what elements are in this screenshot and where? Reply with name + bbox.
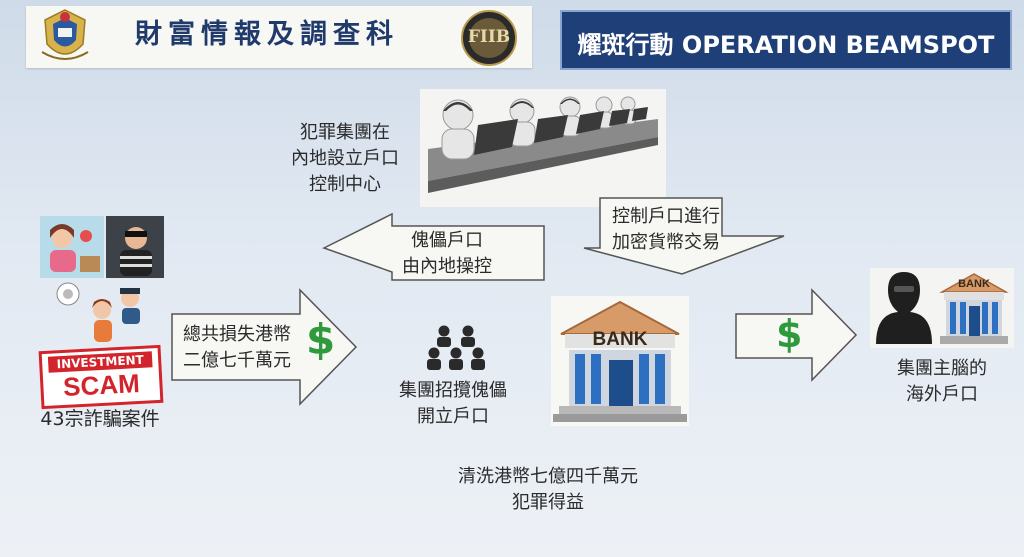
victim-phone-illustration <box>40 216 104 278</box>
control-center-text: 犯罪集團在 內地設立戶口 控制中心 <box>291 122 399 195</box>
investment-scam-sign: INVESTMENT SCAM <box>38 344 164 410</box>
crypto-trading-text: 控制戶口進行 加密貨幣交易 <box>612 206 720 253</box>
operation-title: 耀斑行動 OPERATION BEAMSPOT <box>577 31 995 59</box>
laundering-amount-text: 清洗港幣七億四千萬元 犯罪得益 <box>458 466 638 513</box>
call-center-illustration <box>420 89 666 207</box>
scammer-illustration <box>106 216 164 278</box>
fiib-emblem-icon: FIIB <box>460 9 518 67</box>
operation-banner: 耀斑行動 OPERATION BEAMSPOT <box>560 10 1012 70</box>
fiib-emblem-text: FIIB <box>467 27 511 47</box>
scam-case-count: 43宗詐騙案件 <box>40 408 160 430</box>
two-way-arrow <box>322 197 785 281</box>
page-title: 財富情報及調查科 <box>135 19 399 50</box>
recruit-puppet-text: 集團招攬傀儡 開立戶口 <box>399 380 507 427</box>
dollar-sign-icon-2: $ <box>776 312 803 356</box>
puppet-account-text: 傀儡戶口 由內地操控 <box>402 230 492 277</box>
overseas-account-text: 集團主腦的 海外戶口 <box>897 358 987 405</box>
group-people-icon <box>424 324 488 372</box>
police-emblem-icon <box>38 8 92 66</box>
scam-sign-line2: SCAM <box>62 368 141 402</box>
loss-amount-text: 總共損失港幣 二億七千萬元 <box>183 324 291 371</box>
small-bank-sign-text: BANK <box>958 278 990 290</box>
hacker-bank-illustration: BANK <box>870 268 1014 348</box>
header-left-banner <box>26 6 532 68</box>
dollar-sign-icon: $ <box>306 315 336 364</box>
transfer-arrow <box>735 288 858 382</box>
loss-arrow <box>171 288 358 406</box>
bank-sign-text: BANK <box>592 329 648 350</box>
bank-building-illustration: BANK <box>551 296 689 426</box>
victim-police-illustration <box>50 280 150 344</box>
